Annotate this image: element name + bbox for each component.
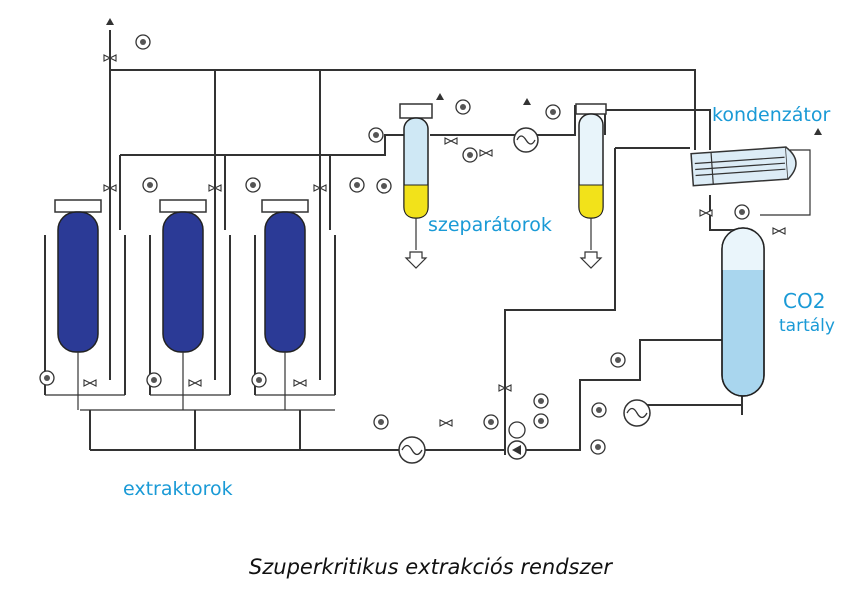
gauge-icon <box>462 147 478 163</box>
condenser <box>690 146 797 187</box>
extractor-3 <box>261 199 309 410</box>
gauge-icon <box>39 370 55 386</box>
gauge-icon <box>533 413 549 429</box>
separator-1 <box>399 103 433 269</box>
gauge-icon <box>373 414 389 430</box>
gauge-icon <box>251 372 267 388</box>
co2-tank <box>721 227 765 397</box>
arrow-up-icon <box>106 18 114 25</box>
valve-icon <box>444 137 458 145</box>
gauge-icon <box>245 177 261 193</box>
heat-exchanger-tank <box>623 399 651 427</box>
heat-exchanger-bottom <box>398 436 426 464</box>
gauge-icon <box>349 177 365 193</box>
gauge-icon <box>591 402 607 418</box>
valve-icon <box>313 184 327 192</box>
extractor-1 <box>54 199 102 410</box>
gauge-icon <box>455 99 471 115</box>
vent-arrows <box>106 18 822 135</box>
extractors-label: extraktorok <box>123 478 233 500</box>
valve-icon <box>479 149 493 157</box>
separators-label: szeparátorok <box>428 214 552 236</box>
gauge-icon <box>368 127 384 143</box>
arrow-up-icon <box>814 128 822 135</box>
valve-icon <box>699 209 713 217</box>
pump <box>507 421 527 460</box>
separator-vessels <box>399 103 607 269</box>
gauge-icon <box>483 414 499 430</box>
gauge-icon <box>590 439 606 455</box>
valve-icon <box>439 419 453 427</box>
valve-icon <box>103 184 117 192</box>
pressure-gauges <box>39 34 750 455</box>
gauge-icon <box>146 372 162 388</box>
gauge-icon <box>533 393 549 409</box>
arrow-up-icon <box>436 93 444 100</box>
figure-caption: Szuperkritikus extrakciós rendszer <box>248 555 613 579</box>
heat-exchanger-separator <box>513 127 539 153</box>
valve-icon <box>208 184 222 192</box>
gauge-icon <box>610 352 626 368</box>
valve-icon <box>772 227 786 235</box>
gauge-icon <box>142 177 158 193</box>
gauge-icon <box>734 204 750 220</box>
separator-2 <box>575 103 607 269</box>
condenser-label: kondenzátor <box>712 104 831 126</box>
extractor-2 <box>159 199 207 410</box>
valve-icon <box>83 379 97 387</box>
valves <box>83 54 786 427</box>
extractor-vessels <box>54 199 309 410</box>
gauge-icon <box>135 34 151 50</box>
gauge-icon <box>376 178 392 194</box>
valve-icon <box>498 384 512 392</box>
valve-icon <box>103 54 117 62</box>
gauge-icon <box>545 104 561 120</box>
valve-icon <box>293 379 307 387</box>
valve-icon <box>188 379 202 387</box>
co2-tank-label: CO2 <box>783 289 826 313</box>
tank-label: tartály <box>779 316 835 336</box>
pipe-network <box>44 30 811 455</box>
arrow-up-icon <box>523 98 531 105</box>
heat-exchangers <box>398 127 651 464</box>
